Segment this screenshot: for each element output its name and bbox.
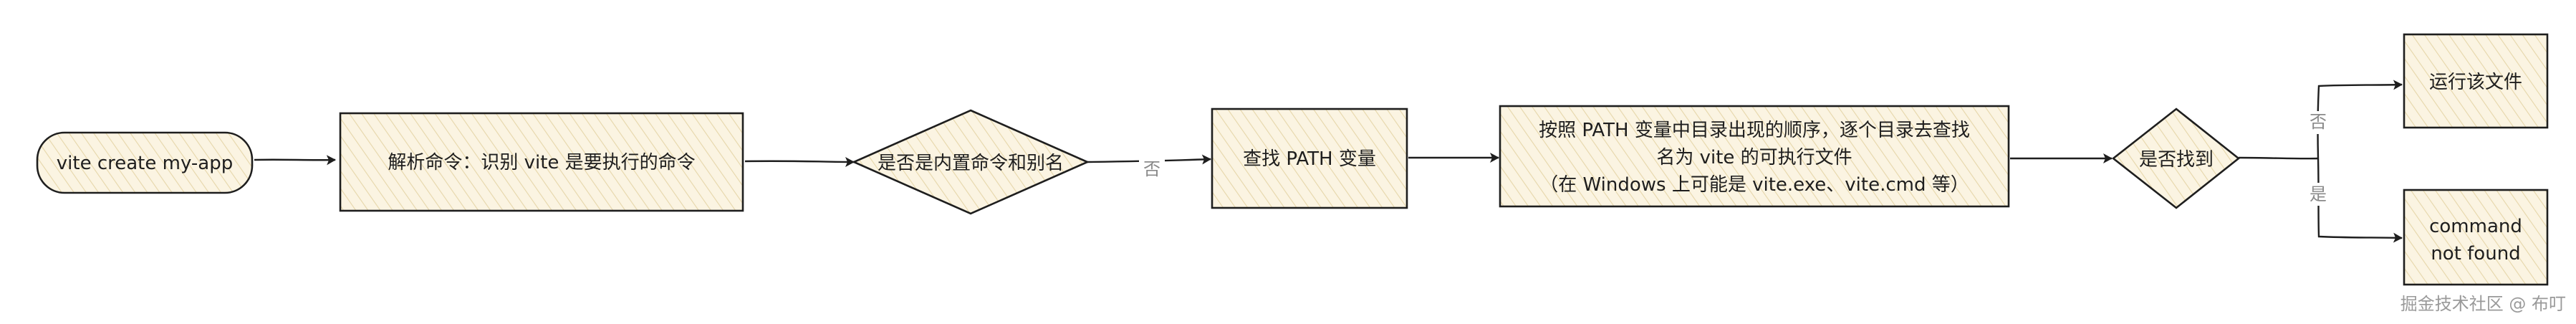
edge-label-found-no: 否: [2310, 112, 2327, 132]
node-found-label: 是否找到: [2139, 149, 2214, 171]
node-parse-label: 解析命令：识别 vite 是要执行的命令: [388, 152, 695, 173]
node-builtin-label: 是否是内置命令和别名: [878, 153, 1064, 174]
edge-label-found-yes: 是: [2310, 184, 2327, 204]
node-not-found-line1: command: [2429, 216, 2522, 237]
node-start: vite create my-app: [36, 131, 254, 194]
node-not-found: command not found: [2403, 189, 2549, 286]
node-run-file: 运行该文件: [2403, 33, 2549, 129]
edge-start-to-parse: [254, 155, 336, 166]
edge-labels: 否 否 是: [1139, 111, 2331, 206]
node-not-found-line2: not found: [2431, 243, 2520, 265]
node-lookup-path: 查找 PATH 变量: [1211, 108, 1408, 209]
node-found-decision: 是否找到: [2111, 108, 2241, 209]
node-builtin-decision: 是否是内置命令和别名: [851, 109, 1090, 215]
node-parse: 解析命令：识别 vite 是要执行的命令: [339, 112, 744, 212]
edge-label-builtin-no: 否: [1143, 159, 1160, 179]
node-search-line1: 按照 PATH 变量中目录出现的顺序，逐个目录去查找: [1539, 120, 1970, 141]
node-search-dirs: 按照 PATH 变量中目录出现的顺序，逐个目录去查找 名为 vite 的可执行文…: [1499, 105, 2010, 208]
node-run-label: 运行该文件: [2429, 72, 2522, 93]
edge-parse-to-builtin: [744, 156, 855, 167]
node-start-label: vite create my-app: [57, 153, 233, 174]
node-lookup-label: 查找 PATH 变量: [1243, 148, 1376, 170]
watermark: 掘金技术社区 @ 布叮: [2400, 294, 2566, 314]
node-search-line3: （在 Windows 上可能是 vite.exe、vite.cmd 等）: [1539, 174, 1969, 196]
node-search-line2: 名为 vite 的可执行文件: [1656, 147, 1852, 168]
